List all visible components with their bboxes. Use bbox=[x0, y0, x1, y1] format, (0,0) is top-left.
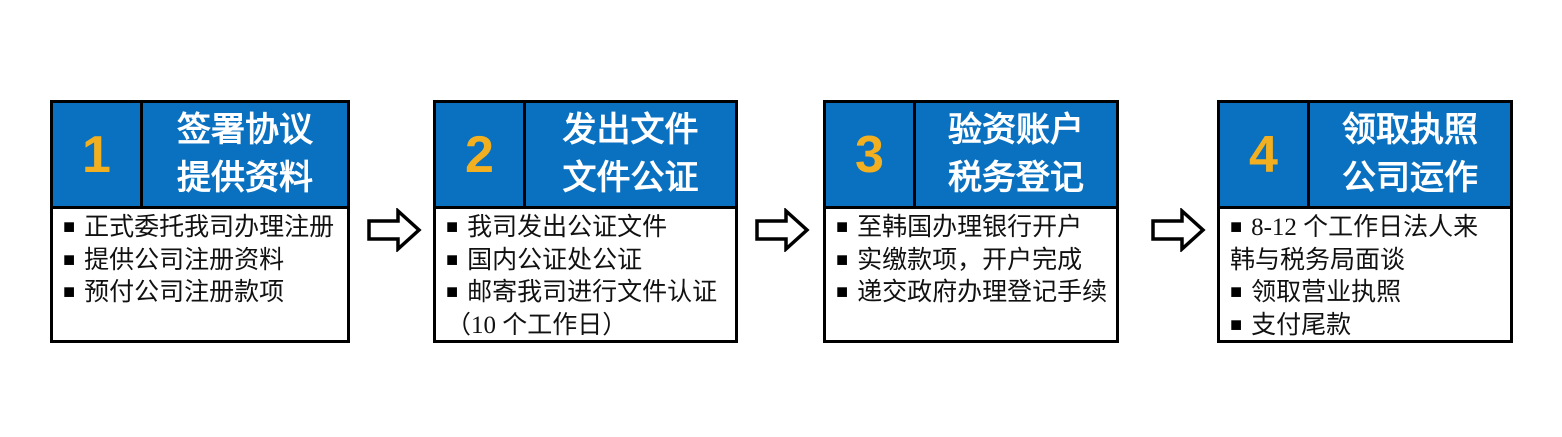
bullet-text: 8-12 个工作日法人来韩与税务局面谈 bbox=[1230, 214, 1479, 274]
bullet-text: 至韩国办理银行开户 bbox=[857, 214, 1083, 241]
step-title-line: 验资账户 bbox=[948, 110, 1084, 149]
step-title-line: 签署协议 bbox=[177, 110, 313, 149]
list-item: ■ 国内公证处公证 bbox=[446, 245, 727, 278]
list-item: ■ 递交政府办理登记手续 bbox=[836, 277, 1108, 310]
list-item: ■ 支付尾款 bbox=[1230, 310, 1502, 341]
step-number: 3 bbox=[855, 125, 884, 184]
step-3-title: 验资账户 税务登记 bbox=[916, 103, 1116, 206]
step-number: 2 bbox=[465, 125, 494, 184]
square-bullet-icon: ■ bbox=[446, 281, 459, 303]
step-title-line: 提供资料 bbox=[177, 158, 313, 197]
step-box-4: 4 领取执照 公司运作 ■8-12 个工作日法人来韩与税务局面谈 ■领取营业执照… bbox=[1217, 100, 1513, 343]
bullet-text: 实缴款项，开户完成 bbox=[857, 246, 1083, 274]
step-4-body: ■8-12 个工作日法人来韩与税务局面谈 ■领取营业执照 ■支付尾款 bbox=[1220, 209, 1510, 340]
bullet-text: 支付尾款 bbox=[1251, 311, 1352, 339]
step-1-number-cell: 1 bbox=[53, 103, 143, 206]
step-1-title: 签署协议 提供资料 bbox=[143, 103, 347, 206]
square-bullet-icon: ■ bbox=[836, 281, 849, 303]
step-3-header: 3 验资账户 税务登记 bbox=[826, 103, 1116, 209]
step-title-line: 领取执照 bbox=[1342, 110, 1478, 149]
square-bullet-icon: ■ bbox=[446, 248, 459, 271]
square-bullet-icon: ■ bbox=[63, 248, 76, 271]
step-number: 1 bbox=[82, 125, 111, 184]
square-bullet-icon: ■ bbox=[63, 281, 76, 303]
list-item: ■邮寄我司进行文件认证（10 个工作日） bbox=[446, 277, 727, 340]
step-4-title: 领取执照 公司运作 bbox=[1310, 103, 1510, 206]
list-item: ■ 领取营业执照 bbox=[1230, 277, 1502, 310]
step-2-title: 发出文件 文件公证 bbox=[526, 103, 735, 206]
step-1-body: ■ 正式委托我司办理注册 ■ 提供公司注册资料 ■ 预付公司注册款项 bbox=[53, 209, 347, 340]
bullet-text: 我司发出公证文件 bbox=[467, 214, 668, 241]
list-item: ■ 我司发出公证文件 bbox=[446, 212, 727, 245]
bullet-text: 领取营业执照 bbox=[1251, 279, 1402, 306]
step-4-number-cell: 4 bbox=[1220, 103, 1310, 206]
step-4-header: 4 领取执照 公司运作 bbox=[1220, 103, 1510, 209]
bullet-text: 邮寄我司进行文件认证（10 个工作日） bbox=[446, 279, 718, 339]
list-item: ■ 提供公司注册资料 bbox=[63, 245, 339, 278]
flow-arrow-icon bbox=[366, 208, 422, 252]
step-number: 4 bbox=[1249, 125, 1278, 184]
step-title-line: 公司运作 bbox=[1342, 158, 1478, 197]
step-1-header: 1 签署协议 提供资料 bbox=[53, 103, 347, 209]
list-item: ■ 实缴款项，开户完成 bbox=[836, 245, 1108, 278]
step-box-3: 3 验资账户 税务登记 ■ 至韩国办理银行开户 ■ 实缴款项，开户完成 ■ 递交政府办… bbox=[823, 100, 1119, 343]
step-title-line: 税务登记 bbox=[948, 158, 1084, 197]
square-bullet-icon: ■ bbox=[1230, 313, 1243, 336]
step-2-number-cell: 2 bbox=[436, 103, 526, 206]
square-bullet-icon: ■ bbox=[1230, 216, 1243, 238]
flow-arrow-icon bbox=[754, 208, 810, 252]
square-bullet-icon: ■ bbox=[836, 216, 849, 238]
step-3-number-cell: 3 bbox=[826, 103, 916, 206]
square-bullet-icon: ■ bbox=[836, 248, 849, 271]
step-title-line: 发出文件 bbox=[562, 110, 699, 149]
bullet-text: 国内公证处公证 bbox=[467, 246, 643, 274]
square-bullet-icon: ■ bbox=[63, 216, 76, 238]
step-box-1: 1 签署协议 提供资料 ■ 正式委托我司办理注册 ■ 提供公司注册资料 ■ 预付公司注… bbox=[50, 100, 350, 343]
square-bullet-icon: ■ bbox=[1230, 281, 1243, 303]
bullet-text: 提供公司注册资料 bbox=[84, 246, 285, 274]
step-title-line: 文件公证 bbox=[562, 158, 699, 197]
flow-arrow-icon bbox=[1150, 208, 1206, 252]
step-3-body: ■ 至韩国办理银行开户 ■ 实缴款项，开户完成 ■ 递交政府办理登记手续 bbox=[826, 209, 1116, 340]
list-item: ■ 预付公司注册款项 bbox=[63, 277, 339, 310]
list-item: ■ 至韩国办理银行开户 bbox=[836, 212, 1108, 245]
bullet-text: 递交政府办理登记手续 bbox=[857, 279, 1108, 306]
square-bullet-icon: ■ bbox=[446, 216, 459, 238]
list-item: ■ 正式委托我司办理注册 bbox=[63, 212, 339, 245]
list-item: ■8-12 个工作日法人来韩与税务局面谈 bbox=[1230, 212, 1502, 277]
step-2-header: 2 发出文件 文件公证 bbox=[436, 103, 735, 209]
step-box-2: 2 发出文件 文件公证 ■我司发出公证文件 ■国内公证处公证 ■邮寄我司进行文件… bbox=[433, 100, 738, 343]
bullet-text: 预付公司注册款项 bbox=[84, 279, 285, 306]
step-2-body: ■我司发出公证文件 ■国内公证处公证 ■邮寄我司进行文件认证（10 个工作日） bbox=[436, 209, 735, 340]
bullet-text: 正式委托我司办理注册 bbox=[84, 214, 335, 241]
